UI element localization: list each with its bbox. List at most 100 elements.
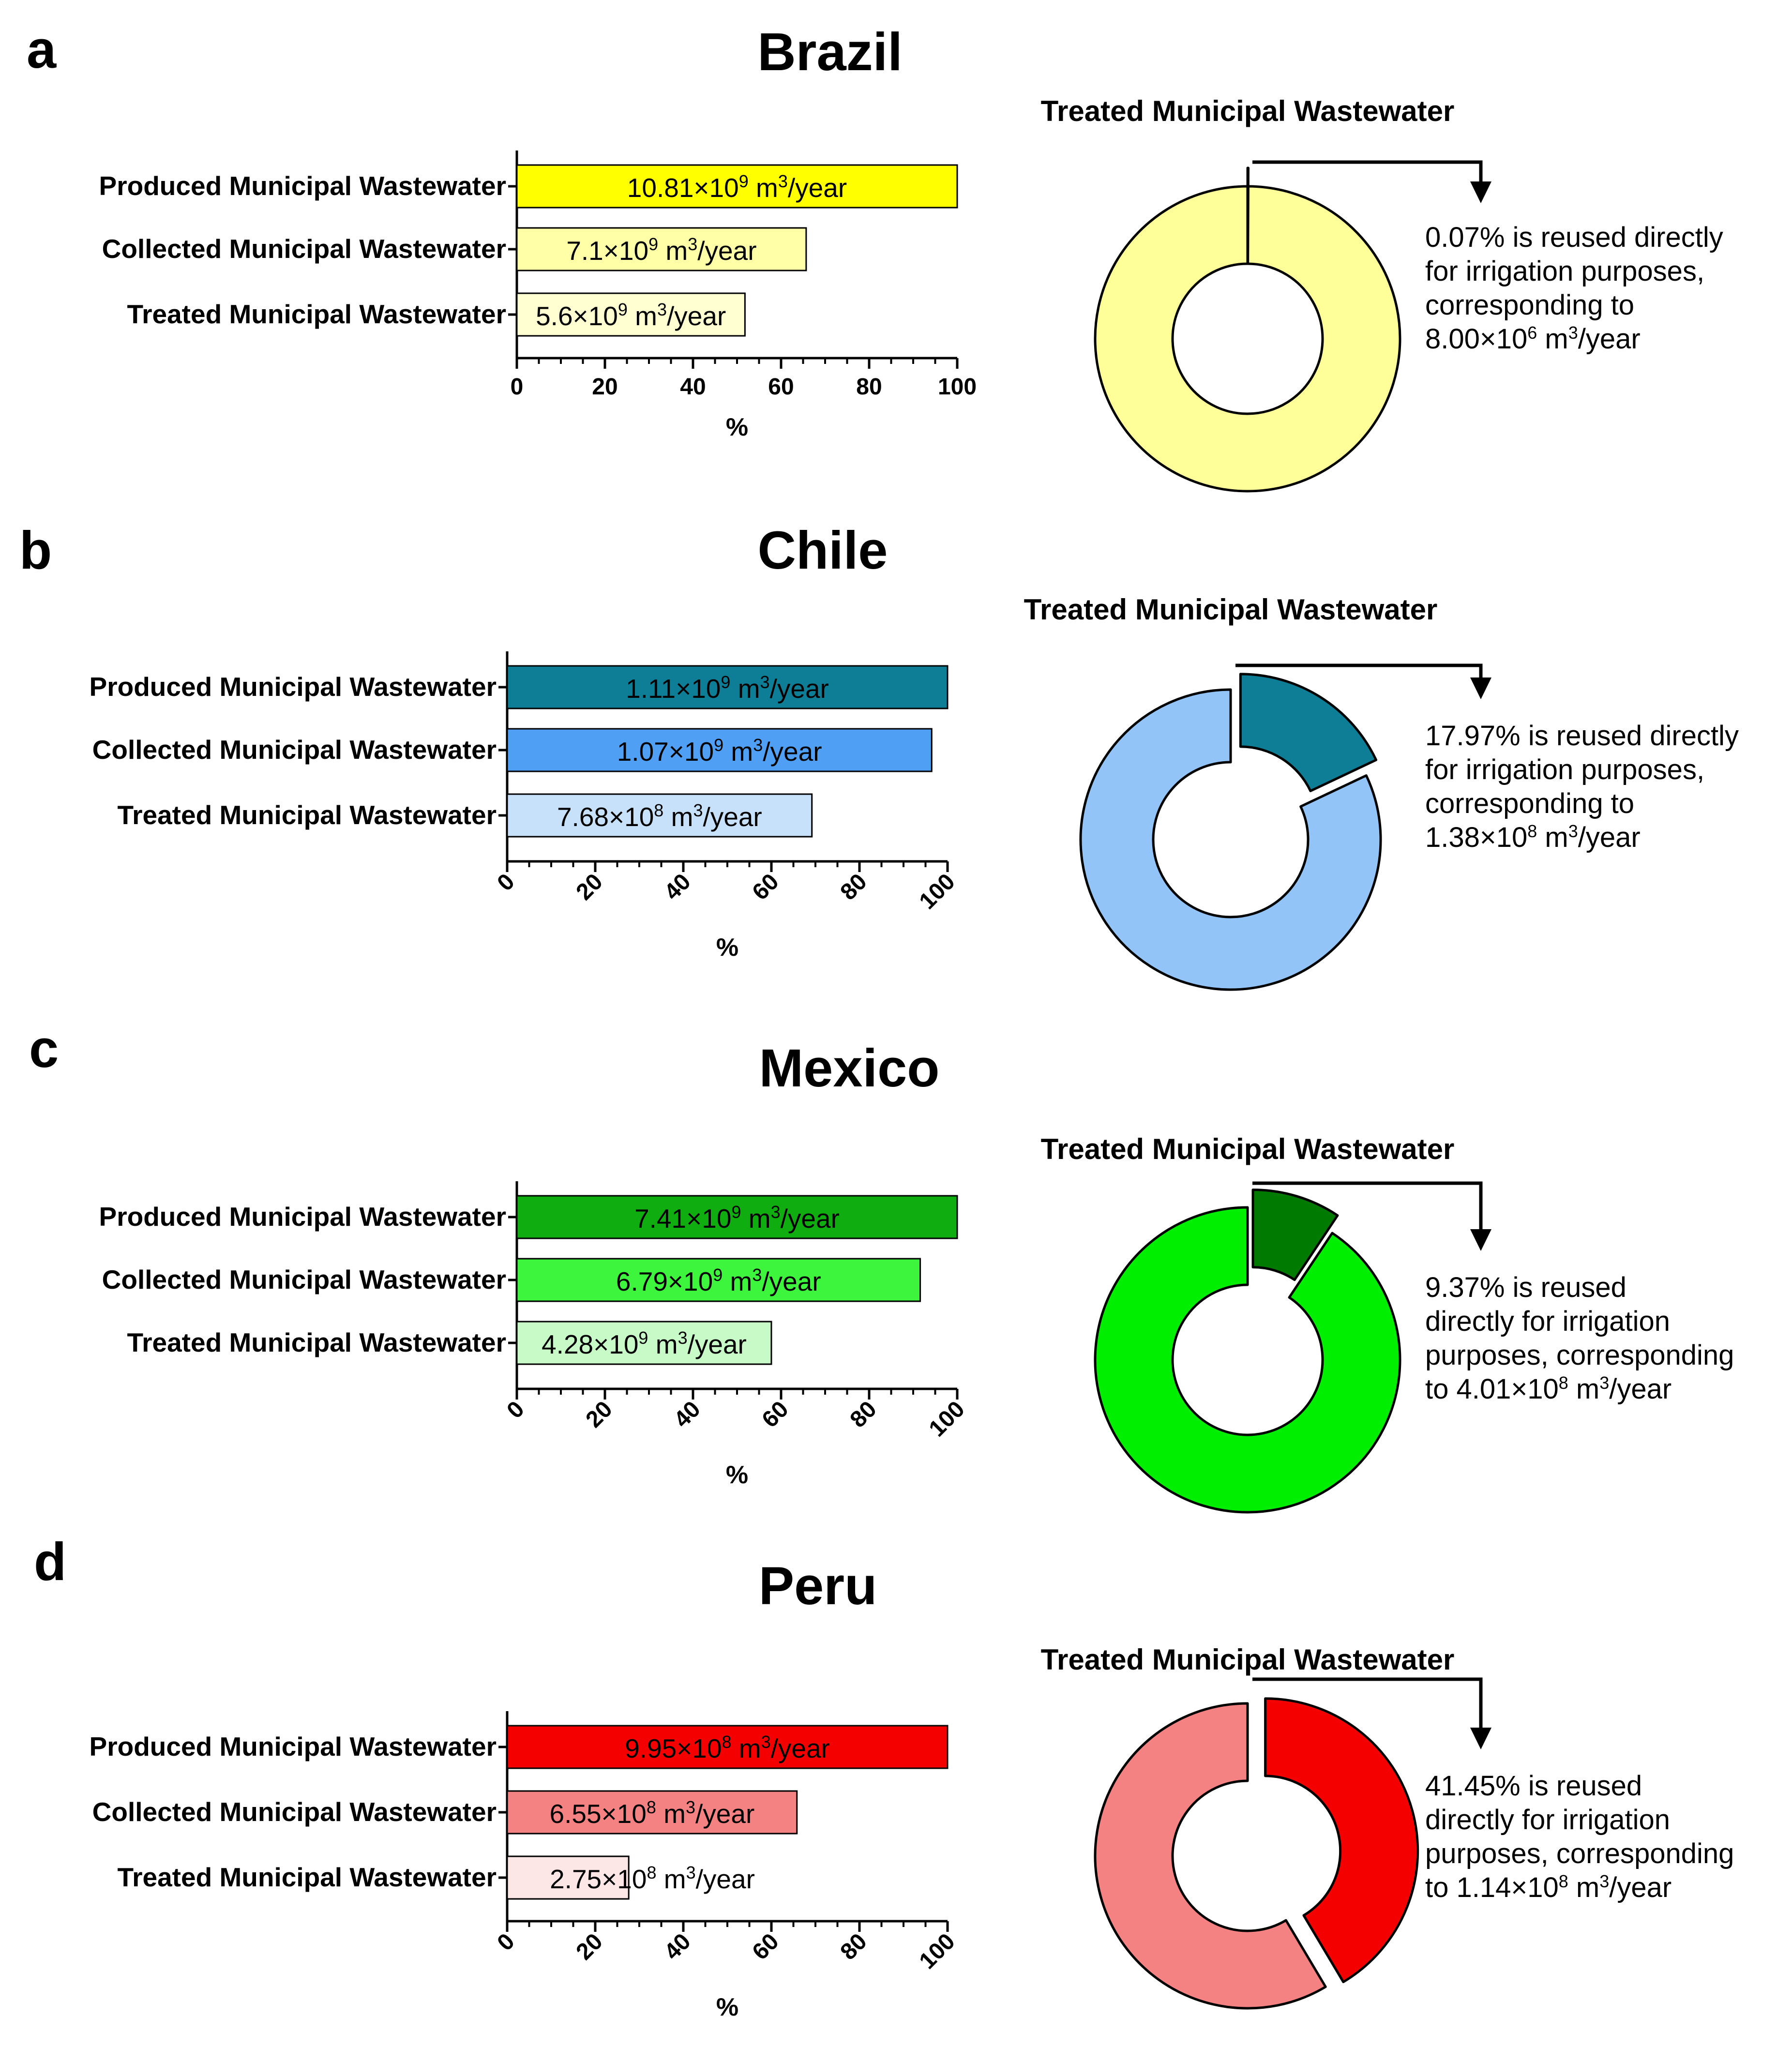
panel-letter: c	[29, 1019, 59, 1079]
label-part-mantissa: 5.6×10	[536, 301, 618, 331]
x-tick-label: 40	[680, 374, 706, 400]
x-tick-label: 80	[856, 374, 882, 400]
label-part-mantissa: 1.07×10	[617, 737, 714, 767]
label-part-suffix: /year	[788, 173, 847, 203]
category-label: Treated Municipal Wastewater	[127, 299, 506, 329]
label-part-suffix: /year	[1578, 323, 1641, 355]
label-part-suffix: /year	[703, 802, 762, 832]
label-part-mantissa: 9.95×10	[625, 1733, 722, 1763]
donut-slice-remaining	[1094, 185, 1401, 493]
panel-letter: b	[19, 521, 52, 580]
label-part-exp: 9	[648, 234, 658, 254]
label-part-unit_exp: 3	[1599, 1871, 1609, 1891]
donut-annotation-line: purposes, corresponding	[1425, 1340, 1734, 1371]
donut-annotation-line: 1.38×108 m3/year	[1425, 821, 1641, 853]
label-part-unit: m	[628, 301, 657, 331]
label-part-exp: 9	[638, 1328, 648, 1348]
label-part-unit_exp: 3	[1599, 1373, 1609, 1393]
label-part-exp: 8	[1559, 1373, 1568, 1393]
label-part-exp: 9	[721, 672, 730, 692]
x-tick-label: 0	[492, 869, 519, 896]
bar-data-label: 1.11×109 m3/year	[626, 672, 829, 704]
label-part-mantissa: 4.01×10	[1457, 1373, 1559, 1405]
x-tick-label: 80	[845, 1396, 882, 1432]
bar	[506, 1855, 630, 1900]
bar	[516, 292, 746, 337]
label-part-unit_exp: 3	[688, 234, 697, 254]
x-tick-label: 100	[924, 1396, 970, 1442]
x-tick-label: 20	[592, 374, 617, 400]
label-part-suffix: /year	[763, 737, 822, 767]
donut-title: Treated Municipal Wastewater	[1041, 1133, 1455, 1165]
donut-annotation-line: directly for irrigation	[1425, 1804, 1670, 1836]
callout-arrow-line	[1252, 160, 1483, 186]
x-tick-label: 60	[748, 869, 784, 905]
label-part-unit_exp: 3	[686, 1863, 696, 1882]
donut-annotation-line: to 4.01×108 m3/year	[1425, 1373, 1672, 1405]
label-part-unit: m	[730, 674, 760, 704]
label-part-exp: 8	[647, 1797, 656, 1817]
label-part-mantissa: 2.75×10	[550, 1864, 647, 1894]
label-part-mantissa: 1.14×10	[1457, 1872, 1559, 1903]
label-part-unit: m	[723, 737, 753, 767]
callout-arrow-line	[1252, 1181, 1483, 1234]
label-part-unit: m	[731, 1733, 761, 1763]
bar	[516, 1195, 958, 1239]
category-label: Collected Municipal Wastewater	[102, 1264, 506, 1294]
donut-title: Treated Municipal Wastewater	[1024, 593, 1438, 626]
label-part-unit: m	[656, 1799, 686, 1829]
bar-data-label: 7.68×108 m3/year	[557, 800, 762, 832]
label-part-unit: m	[1568, 1872, 1599, 1903]
donut-annotation-line: 8.00×106 m3/year	[1425, 323, 1641, 355]
category-label: Produced Municipal Wastewater	[99, 1202, 506, 1232]
label-part-suffix: /year	[1609, 1373, 1672, 1405]
bar	[516, 227, 807, 271]
callout-arrow-line	[1252, 1677, 1483, 1732]
x-tick-label: 0	[492, 1928, 519, 1956]
donut-annotation-line: 17.97% is reused directly	[1425, 720, 1739, 752]
label-part-unit: m	[749, 173, 778, 203]
x-axis-title: %	[726, 413, 748, 441]
label-part-exp: 9	[713, 1265, 723, 1285]
label-part-exp: 8	[654, 800, 663, 820]
callout-arrowhead	[1470, 181, 1491, 203]
label-part-suffix: /year	[762, 1266, 821, 1296]
label-part-unit_exp: 3	[771, 1202, 781, 1222]
label-part-mantissa: 8.00×10	[1425, 323, 1527, 355]
donut-annotation-line: 0.07% is reused directly	[1425, 222, 1723, 253]
x-tick-label: 60	[748, 1928, 784, 1965]
donut-title: Treated Municipal Wastewater	[1041, 95, 1455, 127]
label-part-suffix: /year	[1609, 1872, 1672, 1903]
x-tick-label: 100	[915, 869, 960, 914]
bar	[506, 1790, 798, 1835]
label-part-exp: 9	[739, 171, 749, 191]
x-tick-label: 20	[581, 1396, 617, 1432]
x-tick-label: 20	[572, 869, 608, 905]
bar	[516, 1321, 772, 1365]
category-label: Treated Municipal Wastewater	[118, 800, 497, 830]
label-part-unit: m	[723, 1266, 752, 1296]
donut-annotation-line: 41.45% is reused	[1425, 1770, 1642, 1802]
bar-data-label: 4.28×109 m3/year	[542, 1328, 747, 1359]
label-part-unit_exp: 3	[657, 300, 667, 319]
x-tick-label: 40	[669, 1396, 706, 1432]
donut-annotation-line: to 1.14×108 m3/year	[1425, 1871, 1672, 1903]
x-tick-label: 40	[660, 869, 696, 905]
x-tick-label: 60	[768, 374, 794, 400]
x-tick-label: 60	[757, 1396, 794, 1432]
category-label: Treated Municipal Wastewater	[127, 1327, 506, 1357]
panel-title: Chile	[758, 521, 888, 580]
donut-chart: Treated Municipal Wastewater 0.07% is reu…	[1041, 95, 1723, 493]
x-axis-title: %	[716, 1993, 738, 2021]
donut-chart: Treated Municipal Wastewater 17.97% is re…	[1024, 593, 1739, 991]
bar-data-label: 9.95×108 m3/year	[625, 1732, 830, 1763]
donut-annotation-line: corresponding to	[1425, 788, 1634, 819]
bar-data-label: 10.81×109 m3/year	[627, 171, 847, 203]
label-part-unit: m	[1537, 822, 1568, 853]
label-part-suffix: /year	[696, 1864, 755, 1894]
panel-letter: a	[27, 20, 57, 79]
donut-slice-reused	[1251, 1189, 1339, 1281]
